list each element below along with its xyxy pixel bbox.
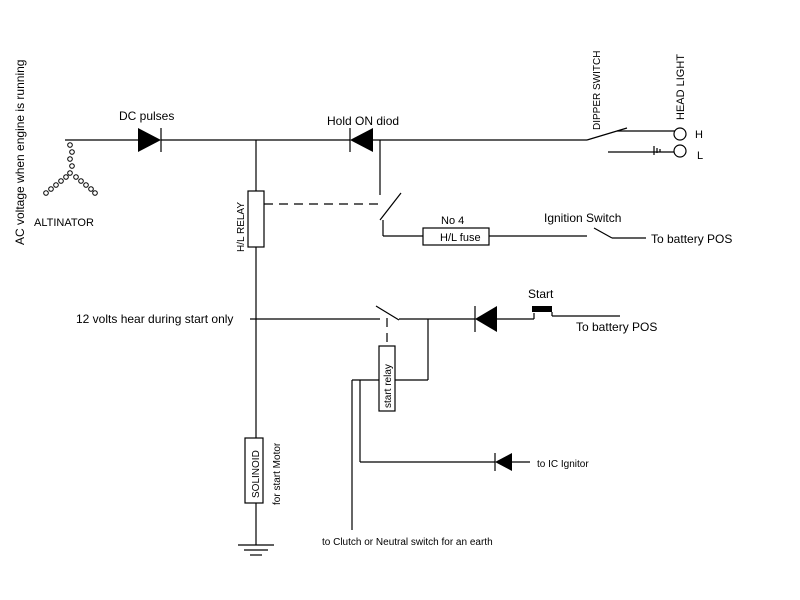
start-button-icon	[532, 306, 553, 319]
hl-relay-contact-icon	[379, 192, 402, 221]
start-relay-coil	[378, 345, 396, 412]
ground-icon	[238, 544, 274, 556]
high-beam-label: H	[695, 129, 703, 141]
to-ic-ignitor-label: to IC Ignitor	[537, 459, 589, 470]
hl-relay-label: H/L RELAY	[236, 202, 247, 252]
ignition-switch-icon	[593, 227, 613, 239]
dipper-switch-label: DIPPER SWITCH	[592, 51, 603, 130]
alternator-symbol	[43, 139, 98, 196]
to-battery-pos-label-1: To battery POS	[651, 232, 732, 246]
start-diode-icon	[475, 306, 497, 332]
to-battery-pos-label-2: To battery POS	[576, 320, 657, 334]
hl-relay-coil	[247, 190, 265, 248]
dc-pulses-diode-icon	[138, 128, 161, 152]
head-light-label: HEAD LIGHT	[675, 54, 687, 120]
altinator-label: ALTINATOR	[34, 217, 94, 229]
clutch-note-label: to Clutch or Neutral switch for an earth	[322, 537, 493, 548]
ac-voltage-label: AC voltage when engine is running	[13, 60, 27, 245]
head-light-icon	[653, 127, 687, 158]
solinoid-label: SOLINOID	[251, 450, 262, 498]
dc-pulses-label: DC pulses	[119, 109, 174, 123]
ic-ignitor-diode-icon	[495, 453, 512, 471]
no4-label: No 4	[441, 215, 464, 227]
twelve-volts-label: 12 volts hear during start only	[76, 312, 233, 326]
start-label: Start	[528, 287, 554, 301]
start-relay-label: start relay	[383, 364, 394, 408]
hold-on-diod-label: Hold ON diod	[327, 114, 399, 128]
start-relay-contact-icon	[375, 305, 400, 321]
low-beam-label: L	[697, 150, 703, 162]
solinoid-coil	[244, 437, 264, 504]
for-start-motor-label: for start Motor	[272, 442, 283, 505]
hl-fuse-label: H/L fuse	[440, 232, 481, 244]
ignition-switch-label: Ignition Switch	[544, 211, 621, 225]
hold-on-diode-icon	[350, 128, 373, 152]
dipper-switch-icon	[586, 127, 680, 153]
